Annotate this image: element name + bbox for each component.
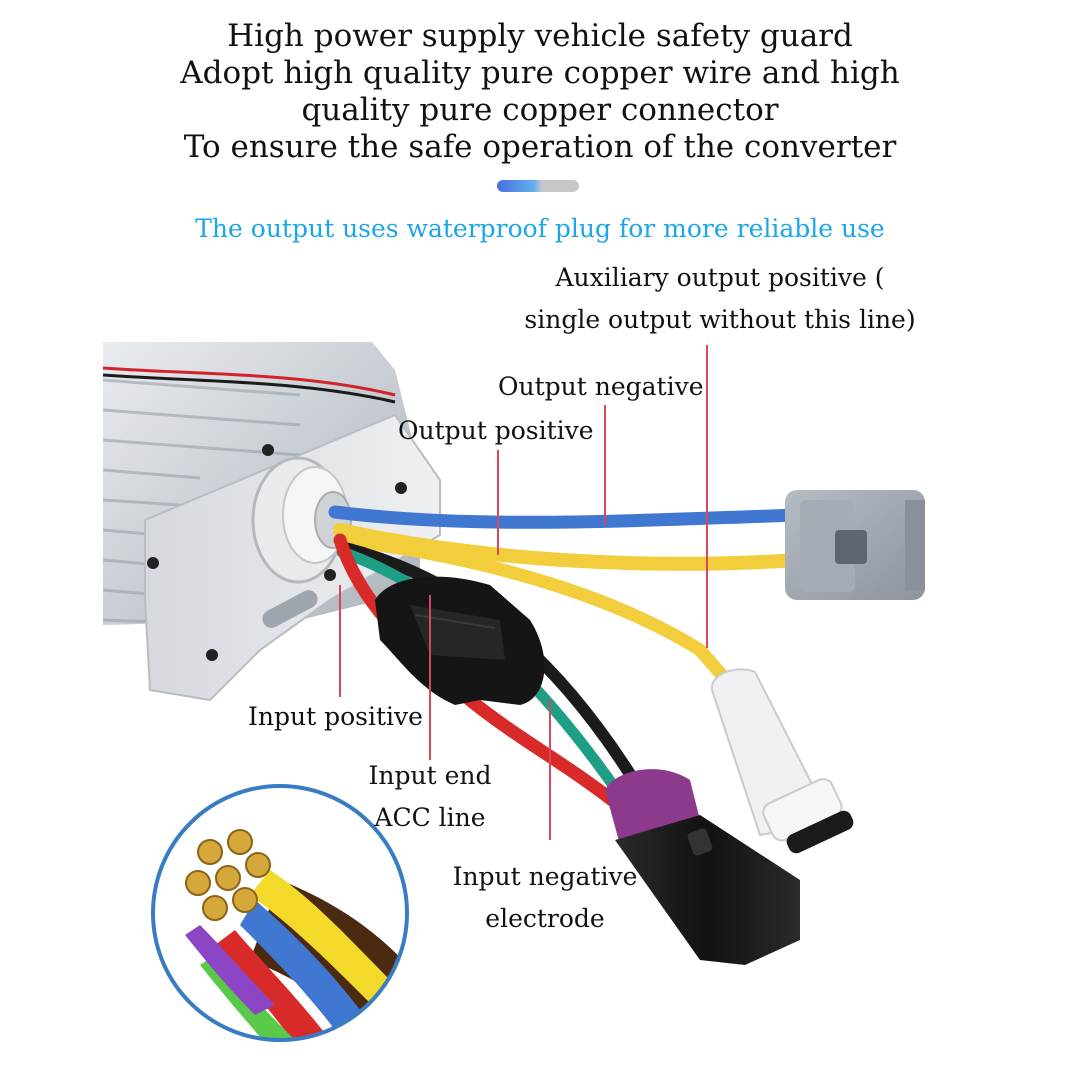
headline-line-1: High power supply vehicle safety guard: [227, 18, 853, 54]
input-plug-icon: [605, 769, 800, 965]
label-input-negative: Input negative electrode: [440, 856, 650, 940]
label-input-end-acc-line-2: ACC line: [374, 803, 486, 832]
aux-plug-icon: [710, 668, 854, 854]
label-aux-output-positive-line-1: Auxiliary output positive (: [555, 263, 885, 292]
label-aux-output-positive: Auxiliary output positive ( single outpu…: [500, 257, 940, 341]
headline: High power supply vehicle safety guard A…: [0, 18, 1080, 166]
copper-wire-inset-icon: [151, 784, 409, 1042]
headline-line-3: quality pure copper connector: [301, 92, 779, 128]
label-output-positive: Output positive: [398, 416, 594, 445]
output-plug-icon: [785, 490, 925, 600]
wire-output-positive: [333, 523, 807, 571]
label-aux-output-positive-line-2: single output without this line): [524, 305, 916, 334]
label-input-negative-line-1: Input negative: [452, 862, 638, 891]
section-divider: [497, 180, 579, 192]
label-output-negative: Output negative: [498, 372, 704, 401]
label-input-positive: Input positive: [248, 702, 423, 731]
cable-gland-icon: [251, 456, 352, 584]
label-input-negative-line-2: electrode: [485, 904, 605, 933]
label-input-end-acc: Input end ACC line: [345, 755, 515, 839]
label-input-end-acc-line-1: Input end: [368, 761, 492, 790]
callout-lines: [339, 345, 708, 840]
headline-line-4: To ensure the safe operation of the conv…: [183, 129, 897, 165]
wire-aux-output-positive: [338, 533, 742, 697]
wire-output-negative: [328, 505, 807, 529]
subhead: The output uses waterproof plug for more…: [195, 214, 885, 243]
fuse-holder-icon: [375, 576, 545, 705]
headline-line-2: Adopt high quality pure copper wire and …: [180, 55, 900, 91]
